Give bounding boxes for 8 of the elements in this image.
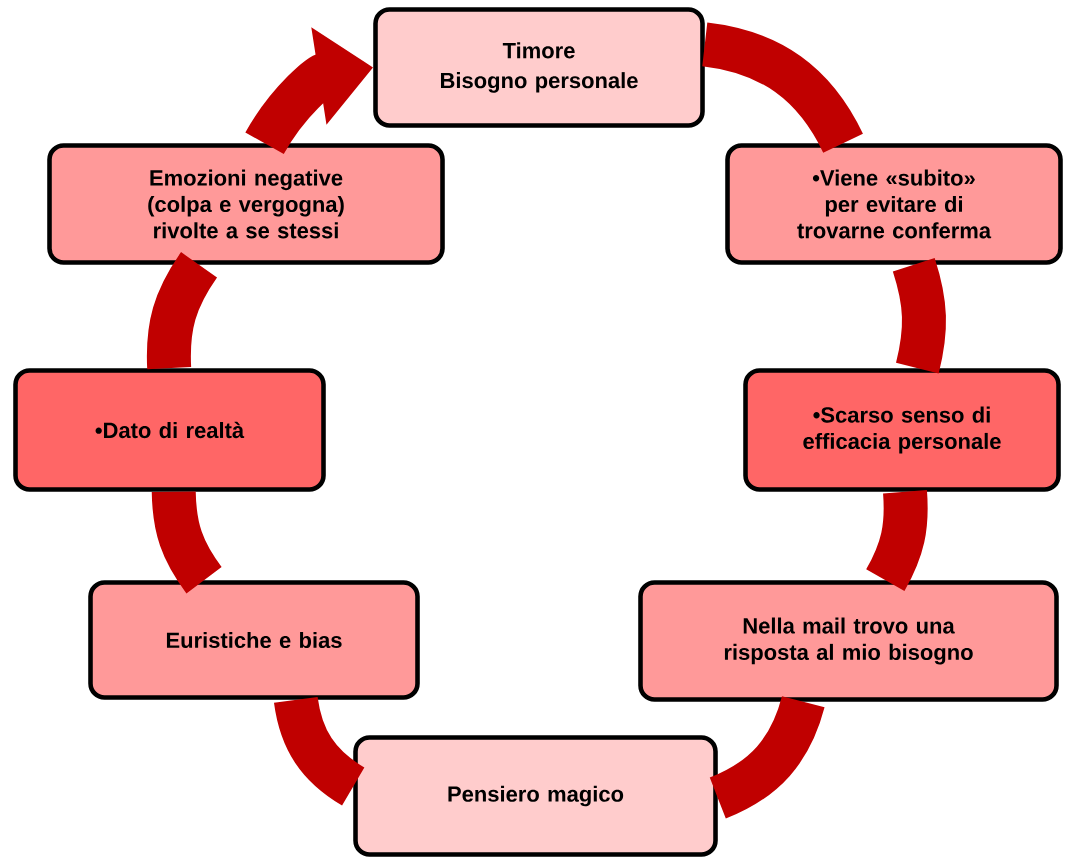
rounded-box: •Dato di realtà bbox=[13, 368, 326, 492]
rounded-box: •Viene «subito» per evitare di trovarne conferma bbox=[725, 143, 1063, 265]
rounded-box: Emozioni negative (colpa e vergogna) rivolte a se stessi bbox=[47, 143, 445, 265]
rounded-box: Euristiche e bias bbox=[88, 580, 420, 700]
rounded-box: Nella mail trovo una risposta al mio bisogno bbox=[638, 580, 1059, 702]
rounded-box: Timore Bisogno personale bbox=[373, 7, 705, 128]
rounded-box: •Scarso senso di efficacia personale bbox=[743, 368, 1061, 492]
rounded-box: Pensiero magico bbox=[353, 735, 718, 857]
